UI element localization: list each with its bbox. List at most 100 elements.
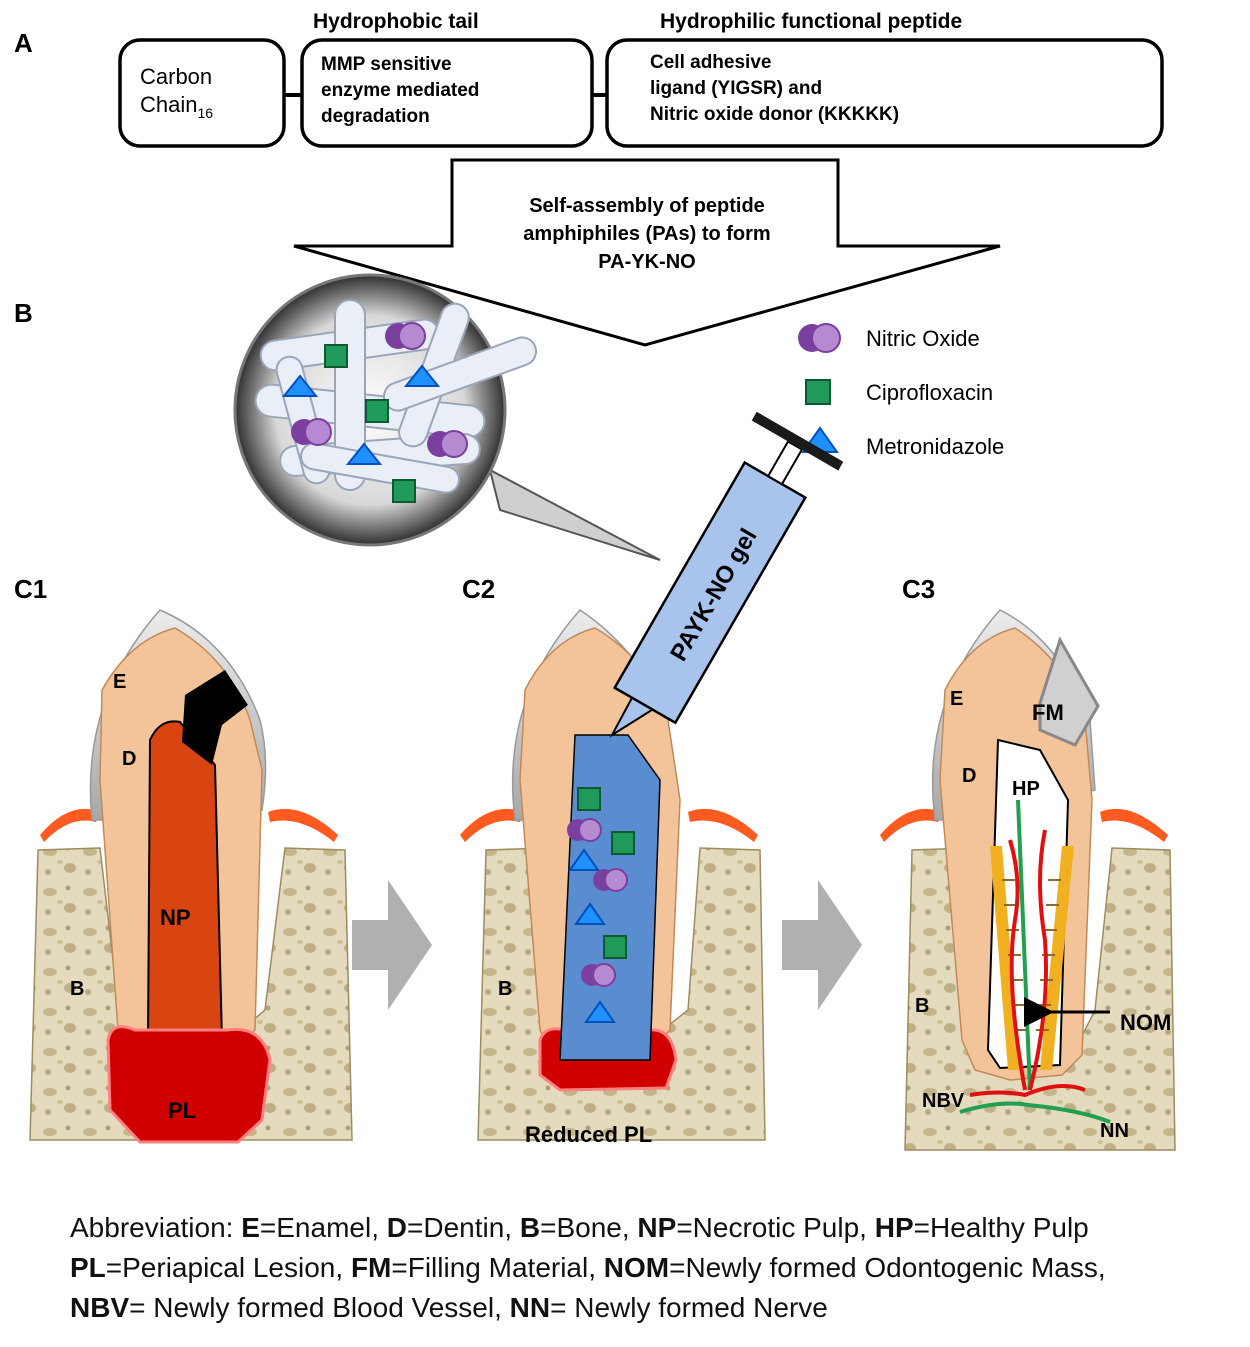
abbr-key: PL <box>70 1252 106 1283</box>
panel-label-c1: C1 <box>14 574 47 604</box>
label-d: D <box>962 765 976 787</box>
abbr-key: HP <box>874 1212 914 1243</box>
ligand-box-line: ligand (YIGSR) and <box>650 78 822 99</box>
abbr-key: NP <box>637 1212 677 1243</box>
abbr-def: = Newly formed Nerve <box>550 1292 828 1323</box>
abbr-def: =Necrotic Pulp, <box>676 1212 875 1243</box>
ciprofloxacin-icon <box>324 344 348 368</box>
metronidazole-icon <box>568 848 600 871</box>
metronidazole-icon <box>403 364 441 387</box>
gum <box>1100 808 1168 842</box>
ciprofloxacin-icon <box>392 479 416 503</box>
ligand-box-line: Cell adhesive <box>650 52 771 73</box>
legend: Nitric Oxide Ciprofloxacin Metronidazole <box>798 323 1004 459</box>
abbr-key: NBV <box>70 1292 130 1323</box>
abbr-key: B <box>519 1212 541 1243</box>
nerve <box>959 799 1111 1124</box>
progress-arrow <box>782 880 862 1010</box>
abbr-def: =Periapical Lesion, <box>105 1252 351 1283</box>
legend-label: Metronidazole <box>866 434 1004 459</box>
label-e: E <box>113 671 126 693</box>
zoom-drugs <box>281 322 468 503</box>
caption-line-3: NBV= Newly formed Blood Vessel, NN= Newl… <box>70 1288 1245 1328</box>
abbr-key: FM <box>350 1252 392 1283</box>
arrow-text-line: amphiphiles (PAs) to form <box>523 223 770 245</box>
abbr-key: NN <box>509 1292 551 1323</box>
metronidazole-icon <box>281 374 319 397</box>
mmp-box-line: degradation <box>321 106 430 127</box>
label-np: NP <box>160 905 191 930</box>
legend-label: Nitric Oxide <box>866 326 980 351</box>
carbon-chain-word: Chain16 <box>140 92 213 121</box>
abbr-def: =Healthy Pulp <box>913 1212 1089 1243</box>
arrow-text-line: Self-assembly of peptide <box>529 195 765 217</box>
abbr-def: =Bone, <box>540 1212 638 1243</box>
pa-gel-fill <box>559 734 661 1061</box>
ciprofloxacin-icon <box>611 831 635 855</box>
metronidazole-icon <box>574 902 606 925</box>
panel-label-b: B <box>14 298 33 328</box>
syringe: PAYK-NO gel <box>609 411 844 738</box>
caption-line-2: PL=Periapical Lesion, FM=Filling Materia… <box>70 1248 1245 1288</box>
gum <box>880 808 942 842</box>
gum <box>460 808 525 842</box>
blood-vessel <box>969 829 1086 1098</box>
label-hp: HP <box>1012 778 1040 800</box>
zoom-pointer <box>488 468 661 561</box>
label-reduced-pl: Reduced PL <box>525 1122 652 1147</box>
ciprofloxacin-icon <box>577 787 601 811</box>
ciprofloxacin-icon <box>805 379 831 405</box>
label-nom: NOM <box>1120 1010 1171 1035</box>
periapical-lesion <box>106 1025 272 1144</box>
tooth-c3: E FM D HP B NOM NBV NN <box>880 609 1176 1151</box>
abbr-def: =Enamel, <box>259 1212 387 1243</box>
abbr-def: =Filling Material, <box>391 1252 604 1283</box>
progress-arrow <box>352 880 432 1010</box>
panel-label-c2: C2 <box>462 574 495 604</box>
label-nn: NN <box>1100 1120 1129 1142</box>
label-e: E <box>950 688 963 710</box>
abbr-key: NOM <box>603 1252 670 1283</box>
abbr-def: =Newly formed Odontogenic Mass, <box>669 1252 1106 1283</box>
label-fm: FM <box>1032 700 1064 725</box>
filling-material <box>1038 636 1100 747</box>
ciprofloxacin-icon <box>603 935 627 959</box>
legend-label: Ciprofloxacin <box>866 380 993 405</box>
caries <box>182 670 248 765</box>
caption-prefix: Abbreviation: <box>70 1212 242 1243</box>
metronidazole-icon <box>584 1000 616 1023</box>
label-b: B <box>498 978 512 1000</box>
label-b: B <box>915 995 929 1017</box>
gum <box>268 808 338 842</box>
abbreviation-caption: Abbreviation: E=Enamel, D=Dentin, B=Bone… <box>70 1208 1245 1328</box>
abbr-key: D <box>386 1212 407 1243</box>
ciprofloxacin-icon <box>365 399 389 423</box>
hydrophobic-header: Hydrophobic tail <box>313 10 479 33</box>
syringe-plunger <box>766 440 804 486</box>
mmp-box-line: enzyme mediated <box>321 80 479 101</box>
abbr-def: = Newly formed Blood Vessel, <box>129 1292 510 1323</box>
abbr-key: E <box>241 1212 260 1243</box>
gum <box>688 808 758 842</box>
hydrophilic-header: Hydrophilic functional peptide <box>660 10 962 33</box>
mmp-box-line: MMP sensitive <box>321 54 452 75</box>
syringe-flange <box>751 411 844 471</box>
arrow-text-line: PA-YK-NO <box>598 251 695 273</box>
label-pl: PL <box>168 1098 196 1123</box>
tooth-c1: E D NP B PL <box>29 609 353 1144</box>
caption-line-1: Abbreviation: E=Enamel, D=Dentin, B=Bone… <box>70 1208 1245 1248</box>
ligand-box <box>605 38 1164 148</box>
label-d: D <box>122 748 136 770</box>
ligand-box-line: Nitric oxide donor (KKKKK) <box>650 104 899 125</box>
panel-label-a: A <box>14 28 33 58</box>
necrotic-pulp <box>146 720 224 1041</box>
self-assembly-arrow <box>293 158 1001 347</box>
label-nbv: NBV <box>922 1090 965 1112</box>
gum <box>40 808 100 842</box>
panel-label-c3: C3 <box>902 574 935 604</box>
abbr-def: =Dentin, <box>407 1212 520 1243</box>
tooth-c2: B Reduced PL <box>460 609 766 1147</box>
metronidazole-icon <box>345 442 383 465</box>
